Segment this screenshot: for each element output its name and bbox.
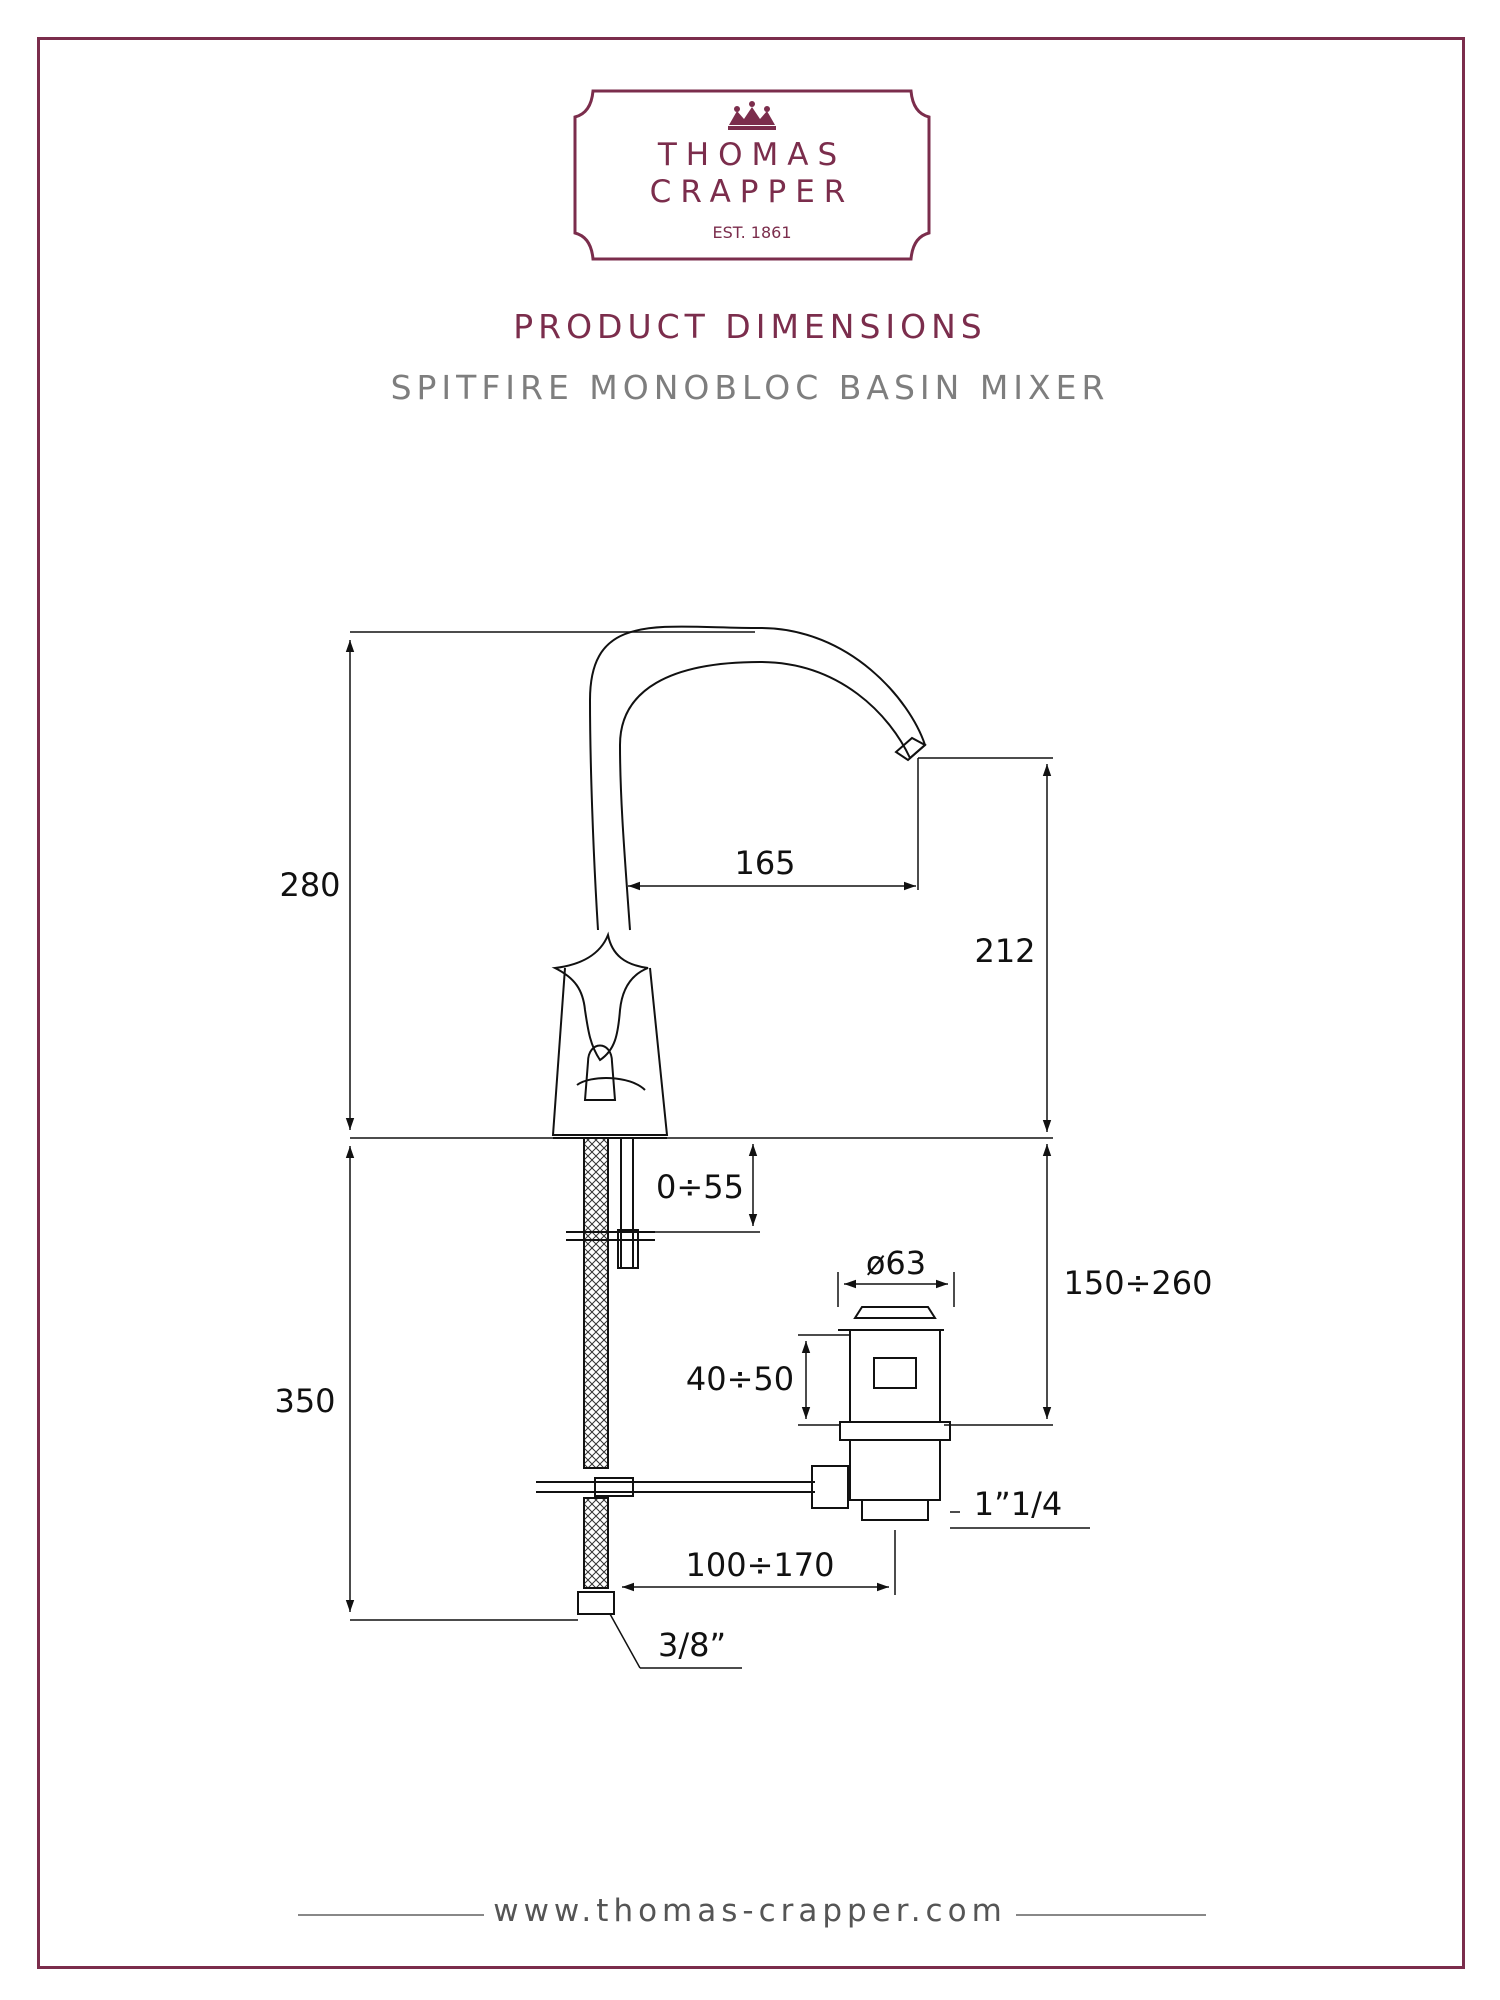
dim-basin-depth: 150÷260 — [1064, 1264, 1213, 1302]
mixer-outline — [551, 625, 927, 1139]
dim-deck-thickness: 0÷55 — [656, 1168, 744, 1206]
dim-below-deck: 350 — [274, 1382, 335, 1420]
supply-hoses — [566, 1137, 655, 1615]
dim-spout-height: 212 — [974, 932, 1035, 970]
brand-logo: THOMAS CRAPPER EST. 1861 — [571, 87, 933, 263]
footer-rule-left — [298, 1914, 484, 1916]
dim-total-height: 280 — [279, 866, 340, 904]
product-name: SPITFIRE MONOBLOC BASIN MIXER — [390, 368, 1110, 407]
mixer-body — [551, 967, 669, 1136]
page-border — [37, 37, 1465, 1969]
popup-rod — [536, 1465, 849, 1509]
website-link[interactable]: www.thomas-crapper.com — [487, 1893, 1013, 1929]
dim-waste-height: 40÷50 — [686, 1360, 794, 1398]
brand-established: EST. 1861 — [712, 223, 791, 242]
dim-rod-length: 100÷170 — [686, 1546, 835, 1584]
footer-rule-right — [1016, 1914, 1206, 1916]
brand-line-2: CRAPPER — [650, 174, 855, 210]
dimension-labels: 280 165 212 0÷55 ø63 150÷260 40÷50 350 1… — [274, 844, 1212, 1664]
dimension-lines — [345, 631, 1090, 1669]
brand-line-1: THOMAS — [657, 137, 846, 173]
logo-badge: THOMAS CRAPPER EST. 1861 — [573, 89, 931, 261]
lever-handle — [551, 931, 649, 1062]
spout — [588, 625, 927, 931]
dim-waste-thread: 1”1/4 — [974, 1485, 1062, 1523]
dim-supply-thread: 3/8” — [658, 1626, 726, 1664]
crown-icon — [728, 101, 776, 130]
page-title: PRODUCT DIMENSIONS — [513, 307, 987, 346]
dim-waste-diameter: ø63 — [866, 1244, 926, 1282]
dim-spout-reach: 165 — [734, 844, 795, 882]
waste-fitting — [838, 1306, 951, 1521]
